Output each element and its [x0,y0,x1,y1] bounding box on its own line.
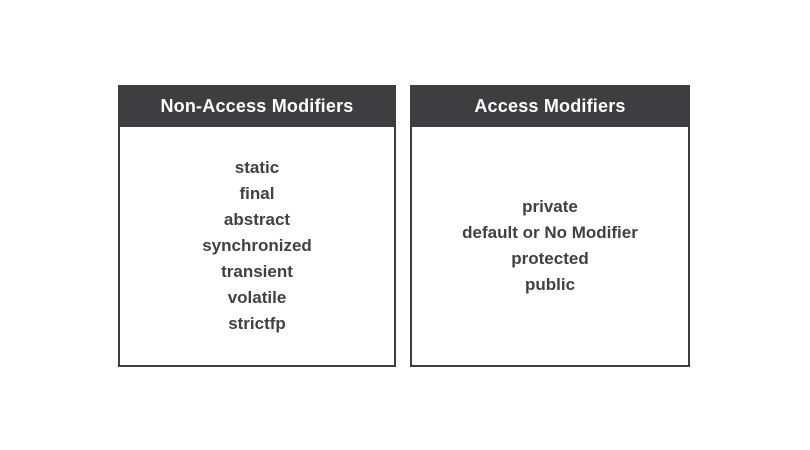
list-item: protected [511,249,589,268]
access-modifiers-list: private default or No Modifier protected pu… [410,127,690,367]
non-access-modifiers-list: static final abstract synchronized transient… [118,127,396,367]
list-item: transient [221,262,293,281]
list-item: strictfp [228,314,286,333]
list-item: public [524,275,576,294]
list-item: default or No Modifier [462,223,638,242]
list-item: static [234,158,280,177]
list-item: abstract [223,210,291,229]
list-item: final [239,184,275,203]
list-item: volatile [227,288,287,307]
access-modifiers-header: Access Modifiers [410,85,690,127]
non-access-modifiers-header: Non-Access Modifiers [118,85,396,127]
non-access-modifiers-box: Non-Access Modifiers static final abstract… [118,85,396,367]
access-modifiers-box: Access Modifiers private default or No Mo… [410,85,690,367]
list-item: synchronized [202,236,312,255]
list-item: private [522,197,578,216]
